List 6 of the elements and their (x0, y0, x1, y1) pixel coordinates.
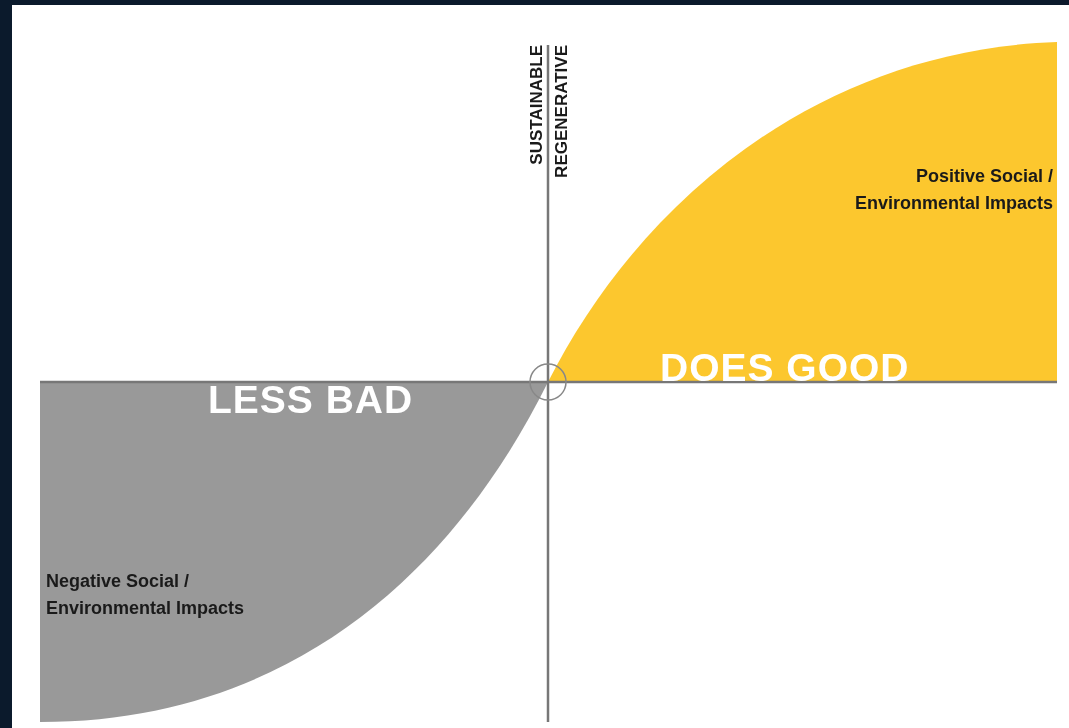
quadrant-caption: Negative Social / Environmental Impacts (46, 570, 246, 620)
quadrant-title: DOES GOOD (660, 346, 910, 390)
quadrant-caption: Positive Social / Environmental Impacts (853, 165, 1053, 215)
quadrant-title: LESS BAD (208, 378, 414, 422)
axis-label: REGENERATIVE (552, 45, 571, 178)
axis-label: SUSTAINABLE (527, 45, 546, 165)
